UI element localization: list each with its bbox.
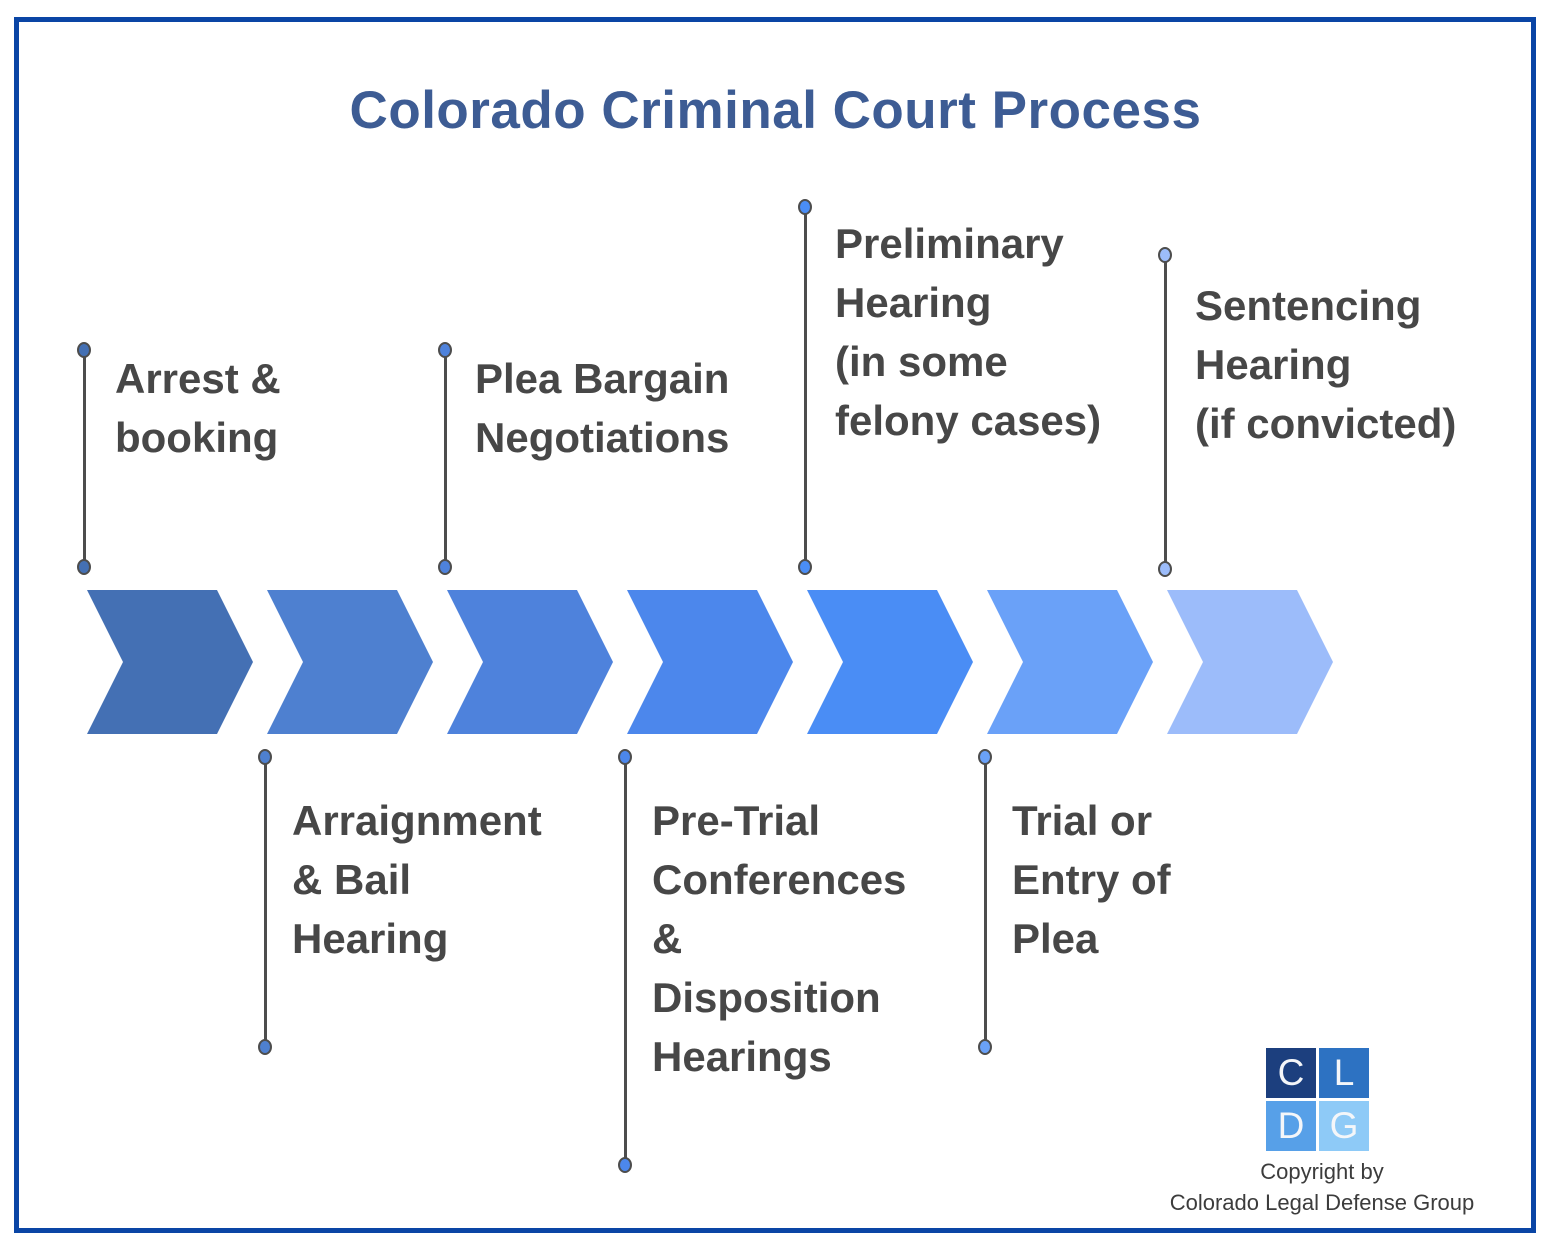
logo-square-l: L — [1319, 1048, 1369, 1098]
connector-dot — [77, 342, 91, 358]
connector-dot — [438, 342, 452, 358]
connector-line — [438, 342, 452, 575]
copyright-line-1: Copyright by — [1260, 1159, 1384, 1184]
connector-line — [978, 749, 992, 1055]
outer-border-frame — [14, 17, 1536, 1233]
step-label-preliminary-hearing: Preliminary Hearing (in some felony case… — [835, 220, 1102, 444]
connector-dot — [258, 1039, 272, 1055]
step-label-trial-or-plea: Trial or Entry of Plea — [1012, 797, 1171, 962]
connector-line — [77, 342, 91, 575]
connector-dot — [438, 559, 452, 575]
connector-dot — [798, 559, 812, 575]
step-label-pretrial-disposition: Pre-Trial Conferences & Disposition Hear… — [652, 797, 907, 1080]
connector-dot — [618, 1157, 632, 1173]
connector-line — [1158, 247, 1172, 577]
step-label-plea-bargain: Plea Bargain Negotiations — [475, 355, 730, 461]
connector-line — [258, 749, 272, 1055]
connector-dot — [1158, 561, 1172, 577]
connector-dot — [1158, 247, 1172, 263]
step-label-sentencing-hearing: Sentencing Hearing (if convicted) — [1195, 282, 1457, 447]
logo-square-c: C — [1266, 1048, 1316, 1098]
connector-dot — [798, 199, 812, 215]
connector-dot — [77, 559, 91, 575]
connector-line — [798, 199, 812, 575]
connector-dot — [618, 749, 632, 765]
connector-dot — [978, 749, 992, 765]
connector-dot — [258, 749, 272, 765]
connector-line — [618, 749, 632, 1173]
logo-square-d: D — [1266, 1101, 1316, 1151]
page-title: Colorado Criminal Court Process — [349, 80, 1202, 140]
logo-square-g: G — [1319, 1101, 1369, 1151]
cldg-logo: C L D G — [1266, 1048, 1369, 1151]
step-label-arrest-booking: Arrest & booking — [115, 355, 281, 461]
copyright-notice: Copyright by Colorado Legal Defense Grou… — [1130, 1156, 1514, 1218]
step-label-arraignment-bail: Arraignment & Bail Hearing — [292, 797, 542, 962]
copyright-line-2: Colorado Legal Defense Group — [1169, 1190, 1475, 1215]
connector-dot — [978, 1039, 992, 1055]
